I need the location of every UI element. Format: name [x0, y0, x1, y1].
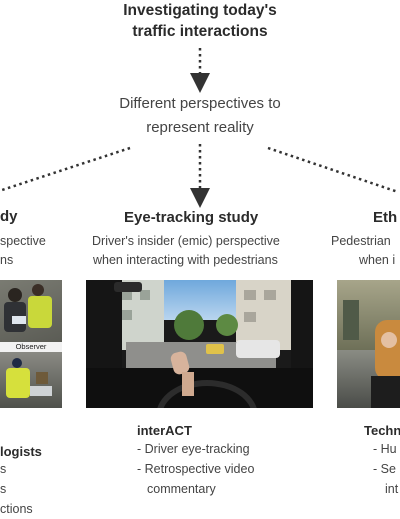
center-bullet-1: - Driver eye-tracking [137, 442, 250, 456]
center-photo-driver-view [86, 280, 313, 408]
left-section-heading: logists [0, 444, 42, 459]
title-line-2: traffic interactions [132, 23, 268, 40]
center-section-heading: interACT [137, 423, 192, 438]
right-sub-line-2: when i [359, 253, 396, 267]
right-study-title: Eth [373, 209, 398, 226]
observer-label: Observer [15, 342, 47, 351]
center-bullets: - Driver eye-tracking - Retrospective vi… [137, 439, 254, 499]
left-bullet-3: ctions [0, 502, 33, 516]
left-sub-line-1: spective [0, 234, 46, 248]
center-sub-line-2: when interacting with pedestrians [93, 253, 278, 267]
title-line-1: Investigating today's [123, 2, 277, 19]
left-study-title: dy [0, 208, 18, 225]
arrow-perspectives-to-left [1, 146, 131, 192]
perspectives-line-1: Different perspectives to [119, 95, 281, 112]
left-bullet-1: s [0, 462, 7, 476]
perspectives-label: Different perspectives to represent real… [0, 92, 400, 140]
center-sub-line-1: Driver's insider (emic) perspective [92, 234, 280, 248]
right-photo [337, 280, 400, 408]
center-bullet-3: commentary [147, 482, 216, 496]
right-section-heading: Techn [364, 423, 400, 438]
right-bullet-3: int [385, 482, 399, 496]
center-study-title: Eye-tracking study [124, 209, 259, 226]
left-bullets: s s ctions [0, 459, 33, 519]
right-bullet-1: - Hu [373, 442, 397, 456]
arrow-perspectives-to-right [267, 146, 399, 194]
center-bullet-2: - Retrospective video [137, 462, 255, 476]
right-sub-line-1: Pedestrian [331, 234, 391, 248]
left-sub-line-2: ns [0, 253, 14, 267]
left-photo: Observer [0, 280, 62, 408]
perspectives-line-2: represent reality [146, 119, 254, 136]
diagram-title: Investigating today's traffic interactio… [0, 0, 400, 42]
right-bullets: - Hu - Se int [373, 439, 398, 499]
right-bullet-2: - Se [373, 462, 396, 476]
left-bullet-2: s [0, 482, 7, 496]
